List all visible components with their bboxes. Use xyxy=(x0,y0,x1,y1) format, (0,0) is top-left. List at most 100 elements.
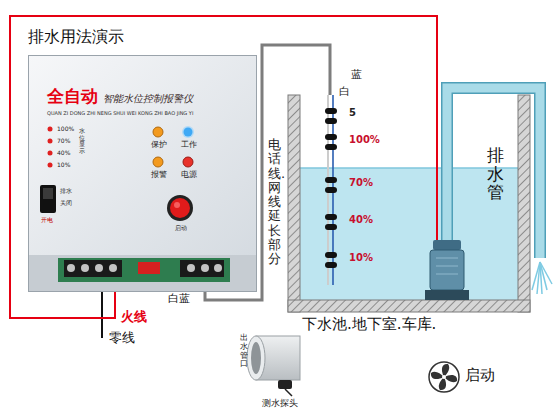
wire-color: 蓝 xyxy=(351,69,362,82)
indicator-lamps xyxy=(153,157,163,167)
cable-label: 电话线.网线延长部分 xyxy=(268,138,281,267)
fan-icon xyxy=(444,375,457,382)
controller-body xyxy=(201,264,209,272)
button-label: 启动 xyxy=(175,225,187,232)
probe-electrodes xyxy=(325,144,337,150)
probe-mark: 70% xyxy=(349,177,373,189)
controller-body xyxy=(81,264,89,272)
pool-tank: 下水池.地下室.车库. xyxy=(288,95,530,312)
pool-walls xyxy=(518,95,530,312)
controller-body xyxy=(187,264,195,272)
controller-body xyxy=(214,264,222,272)
controller-body xyxy=(67,264,75,272)
controller-box: 全自动智能水位控制报警仪 QUAN ZI DONG ZHI NENG SHUI W… xyxy=(28,55,257,292)
level-leds xyxy=(48,151,53,156)
start-button xyxy=(170,198,190,218)
outlet-photo xyxy=(251,342,261,374)
controller-body xyxy=(138,262,160,274)
indicator-lamps xyxy=(184,128,193,137)
photo-label: 出水管口 xyxy=(240,334,248,369)
lamp-label: 工作 xyxy=(181,140,197,149)
controller-body xyxy=(64,260,122,277)
neutral-wire xyxy=(101,292,103,338)
probe-mark: 10% xyxy=(349,252,373,264)
diagram-title: 排水用法演示 xyxy=(28,28,124,46)
indicator-lamps xyxy=(183,157,193,167)
cable-core-label: 白蓝 xyxy=(168,293,190,306)
level-caption: 水位显示 xyxy=(79,128,85,154)
pool-walls xyxy=(288,95,300,312)
lamp-label: 电源 xyxy=(181,170,197,179)
outlet-photo xyxy=(247,336,265,380)
level-mark: 40% xyxy=(57,150,70,157)
controller-body xyxy=(28,55,257,255)
fan-icon xyxy=(429,362,459,392)
sensor-cable xyxy=(205,45,330,300)
outlet-photo xyxy=(278,380,292,389)
level-leds xyxy=(48,127,53,168)
fan-icon xyxy=(442,364,449,377)
submersible-pump xyxy=(436,266,458,267)
lamp-label: 保护 xyxy=(151,140,167,149)
product-name: 智能水位控制报警仪 xyxy=(103,93,193,105)
controller-body xyxy=(95,264,103,272)
level-mark: 100% xyxy=(57,126,74,133)
drain-pipe xyxy=(447,88,540,258)
submersible-pump xyxy=(436,274,458,275)
submersible-pump xyxy=(430,250,464,290)
probe-electrodes xyxy=(325,224,337,230)
pool-walls xyxy=(288,300,530,312)
pool-caption: 下水池.地下室.车库. xyxy=(302,316,436,333)
level-leds xyxy=(48,139,53,144)
level-leds xyxy=(48,127,53,132)
submersible-pump xyxy=(433,240,461,250)
lamp-label: 报警 xyxy=(151,170,167,179)
controller-body xyxy=(28,55,257,292)
probe-mark: 40% xyxy=(349,214,373,226)
photo-label: 测水探头 xyxy=(262,398,298,408)
probe-electrodes xyxy=(325,187,337,193)
switch-label: 开电 xyxy=(41,217,53,224)
pump-power-wire xyxy=(436,95,438,246)
probe-electrodes xyxy=(325,177,337,183)
rocker-switch xyxy=(43,188,53,199)
outlet-photo xyxy=(247,336,300,396)
controller-body xyxy=(28,255,257,292)
probe-mark: 5 xyxy=(349,107,356,119)
probe-electrodes xyxy=(325,134,337,140)
submersible-pump xyxy=(425,290,469,300)
rocker-switch xyxy=(40,185,56,213)
level-mark: 70% xyxy=(57,138,70,145)
fan-icon xyxy=(439,377,446,390)
indicator-lamps xyxy=(182,126,194,138)
probe-electrodes xyxy=(325,108,337,114)
submersible-pump xyxy=(436,258,458,259)
pinyin-text: QUAN ZI DONG ZHI NENG SHUI WEI KONG ZHI … xyxy=(47,111,193,117)
fan-icon xyxy=(431,372,444,379)
water-spray xyxy=(540,262,552,284)
start-button xyxy=(167,195,193,221)
indicator-lamps xyxy=(153,127,163,137)
rocker-switch xyxy=(40,185,56,213)
neutral-wire-label: 零线 xyxy=(109,331,135,346)
controller-body xyxy=(109,264,117,272)
neutral-wire xyxy=(102,292,103,338)
probe-electrodes xyxy=(325,118,337,124)
fan-icon xyxy=(442,375,446,379)
level-mark: 10% xyxy=(57,162,70,169)
water-spray xyxy=(540,262,547,290)
live-wire-label: 火线 xyxy=(121,310,147,325)
fan-icon xyxy=(429,362,459,392)
drain-pipe xyxy=(447,88,540,258)
brand-text: 全自动 xyxy=(47,87,98,107)
probe-electrodes xyxy=(325,214,337,220)
controller-body xyxy=(180,260,224,277)
pool-walls xyxy=(288,95,530,312)
level-leds xyxy=(48,163,53,168)
pipe-label: 排水管 xyxy=(487,146,504,202)
controller-body xyxy=(58,258,230,282)
start-button xyxy=(174,202,180,208)
probe-electrodes xyxy=(325,262,337,268)
